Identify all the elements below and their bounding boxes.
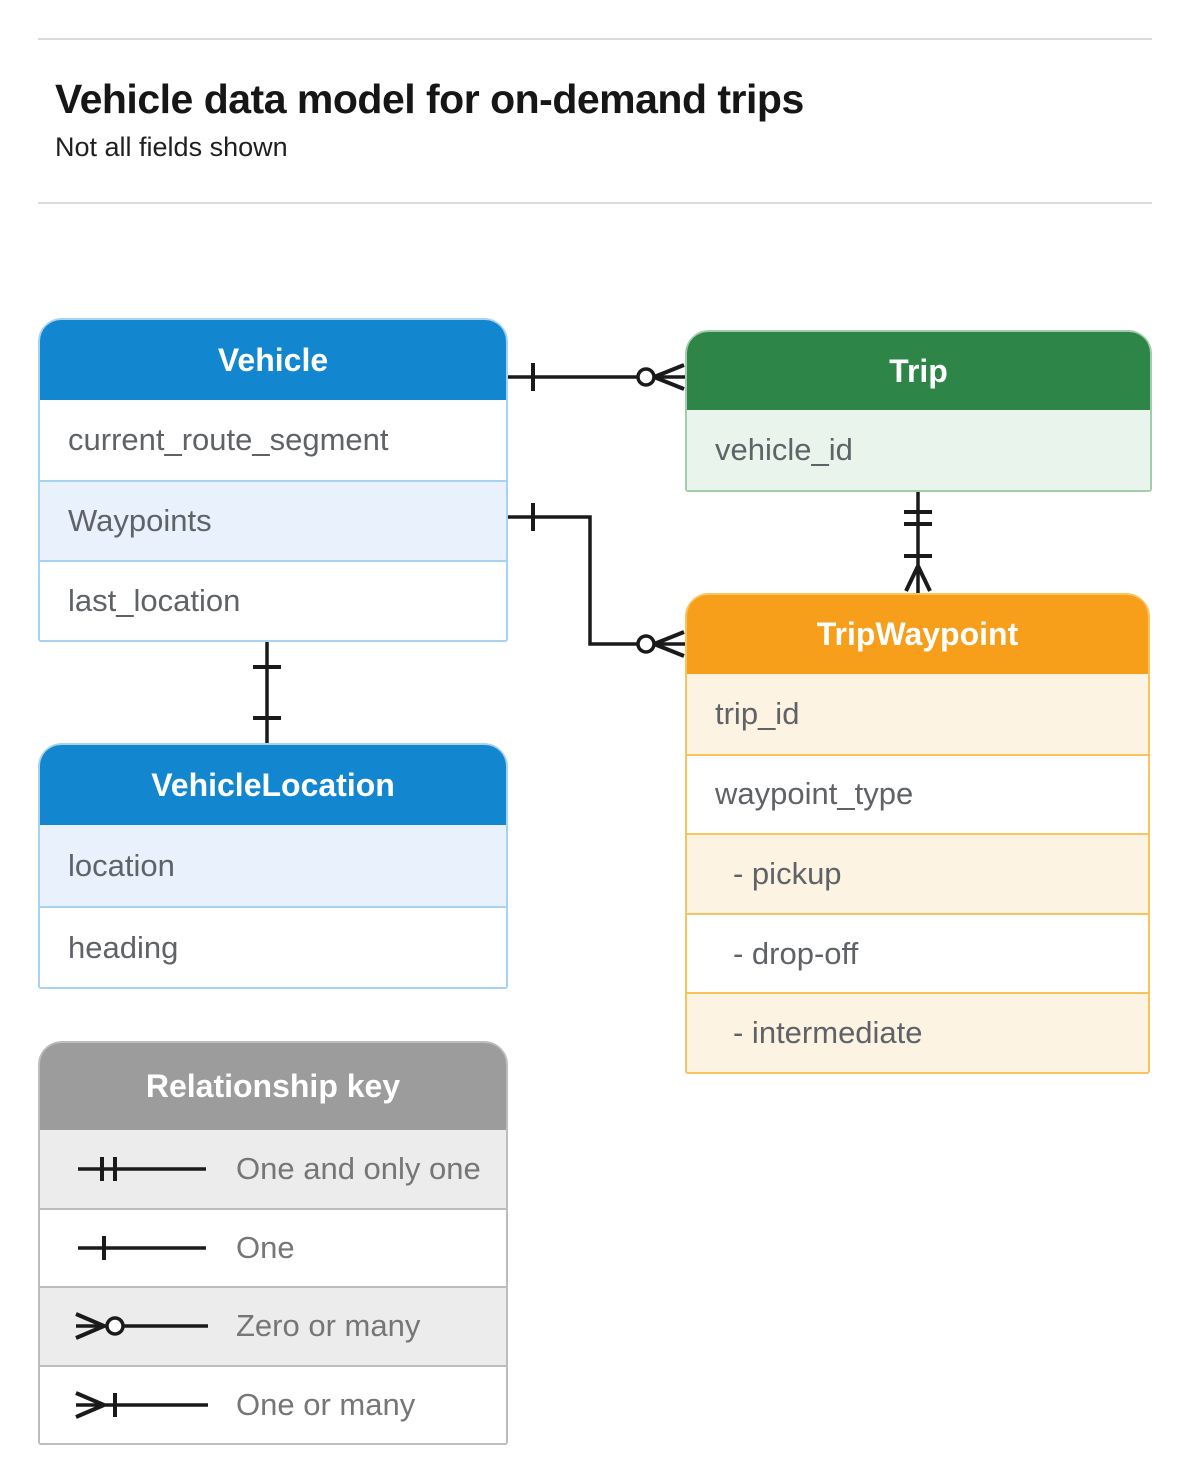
field-waypoint-type: waypoint_type (687, 753, 1148, 834)
field-location: location (40, 825, 506, 906)
entity-tripwaypoint: TripWaypoint trip_id waypoint_type - pic… (685, 593, 1150, 1074)
key-label: One (236, 1230, 295, 1266)
connector-trip-tripwaypoint (904, 490, 932, 593)
entity-trip: Trip vehicle_id (685, 330, 1152, 492)
one-icon (78, 1236, 206, 1261)
zero-or-many-icon (75, 1312, 208, 1341)
entity-vehicle: Vehicle current_route_segment Waypoints … (38, 318, 508, 642)
relationship-key: Relationship key One and only one One (38, 1041, 508, 1445)
entity-vehiclelocation: VehicleLocation location heading (38, 743, 508, 989)
header-divider (38, 202, 1152, 204)
field-waypoint-type-intermediate: - intermediate (687, 992, 1148, 1072)
connector-waypoints-tripwaypoint (508, 503, 685, 658)
field-current-route-segment: current_route_segment (40, 400, 506, 480)
field-trip-id: trip_id (687, 674, 1148, 754)
page-title: Vehicle data model for on-demand trips (55, 76, 804, 122)
field-waypoints: Waypoints (40, 480, 506, 560)
key-row-one-and-only-one: One and only one (40, 1130, 506, 1209)
field-heading: heading (40, 906, 506, 987)
page-subtitle: Not all fields shown (55, 132, 288, 162)
connector-vehicle-vehiclelocation (253, 638, 281, 743)
key-label: One or many (236, 1386, 416, 1422)
entity-trip-title: Trip (687, 332, 1150, 410)
key-label: One and only one (236, 1151, 481, 1187)
key-row-zero-or-many: Zero or many (40, 1286, 506, 1365)
entity-vehiclelocation-title: VehicleLocation (40, 745, 506, 825)
key-row-one-or-many: One or many (40, 1364, 506, 1443)
entity-tripwaypoint-title: TripWaypoint (687, 595, 1148, 674)
connector-vehicle-trip (508, 363, 685, 391)
field-last-location: last_location (40, 560, 506, 640)
field-vehicle-id: vehicle_id (687, 410, 1150, 490)
relationship-key-title: Relationship key (40, 1043, 506, 1130)
top-divider (38, 38, 1152, 40)
key-row-one: One (40, 1208, 506, 1287)
one-or-many-icon (75, 1390, 208, 1419)
field-waypoint-type-drop-off: - drop-off (687, 912, 1148, 993)
field-waypoint-type-pickup: - pickup (687, 833, 1148, 913)
one-and-only-one-icon (78, 1157, 206, 1182)
key-label: Zero or many (236, 1308, 421, 1344)
entity-vehicle-title: Vehicle (40, 320, 506, 400)
